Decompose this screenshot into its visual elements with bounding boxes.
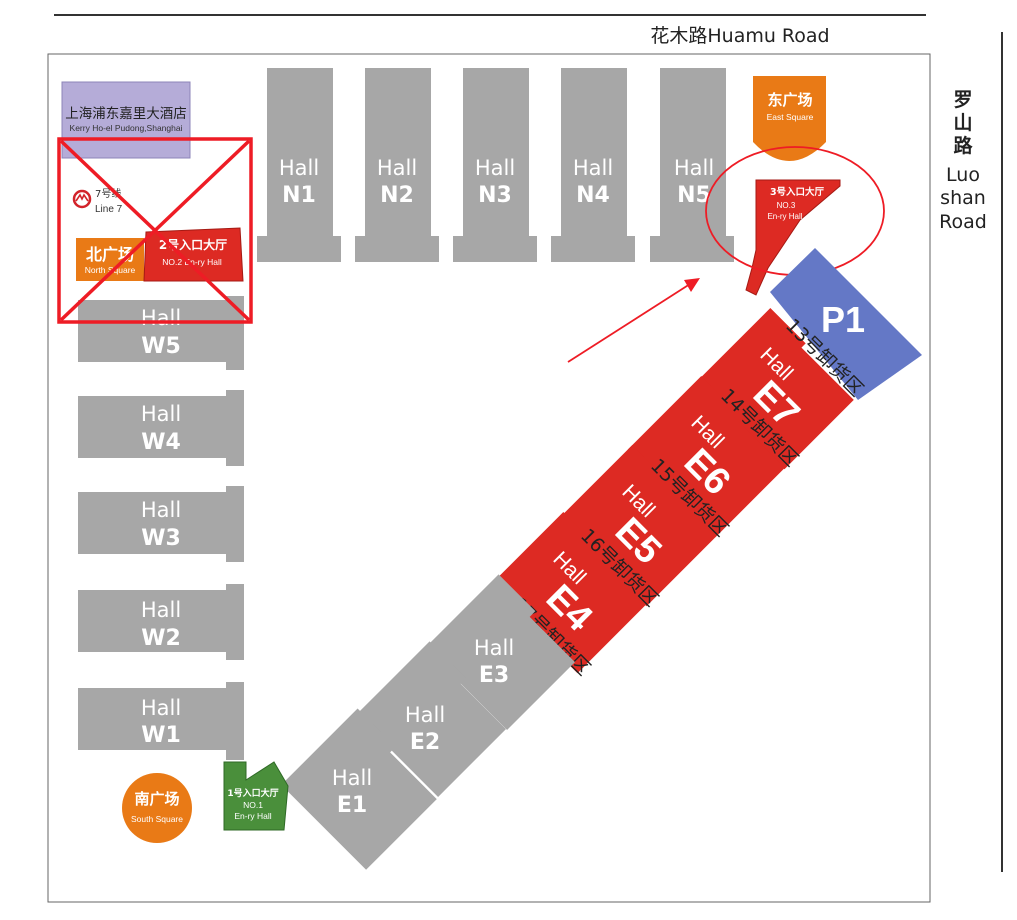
hall-n2-code: N2 [380, 183, 414, 208]
pointer-arrow [567, 278, 700, 363]
svg-text:路: 路 [953, 134, 973, 157]
hall-w2-word: Hall [141, 598, 181, 622]
hall-e1-code: E1 [337, 793, 367, 818]
hall-n4-code: N4 [576, 183, 610, 208]
metro-icon [72, 189, 92, 209]
hall-e2-word: Hall [405, 703, 445, 727]
hall-w3-code: W3 [141, 526, 181, 551]
east-square-en: East Square [767, 112, 814, 122]
east-square-cn: 东广场 [767, 91, 812, 109]
parking-label: P1 [821, 299, 865, 340]
hall-w1-word: Hall [141, 696, 181, 720]
venue-boundary [47, 53, 931, 903]
svg-text:Road: Road [939, 211, 987, 233]
svg-text:shan: shan [940, 187, 986, 209]
hall-w2[interactable]: Hall W2 [78, 584, 244, 660]
hall-w5[interactable]: Hall W5 [78, 296, 244, 370]
east-square: 东广场 East Square [753, 76, 826, 161]
north-road-label: 花木路Huamu Road [650, 25, 829, 47]
south-square-en: South Square [131, 814, 183, 824]
hall-n1[interactable]: Hall N1 [257, 68, 341, 262]
hall-n5[interactable]: Hall N5 [650, 68, 734, 262]
entry-hall-3[interactable]: 3号入口大厅 NO.3 En-ry Hall [745, 179, 841, 296]
hall-e3-code: E3 [479, 663, 509, 688]
svg-text:山: 山 [953, 112, 972, 134]
hall-w1-code: W1 [141, 723, 181, 748]
hall-n5-code: N5 [677, 183, 711, 208]
entry-1-no: NO.1 [243, 800, 263, 810]
svg-text:罗: 罗 [953, 89, 972, 111]
hotel-en: Kerry Ho-el Pudong,Shanghai [70, 123, 183, 133]
hall-w3-word: Hall [141, 498, 181, 522]
hall-e6[interactable]: Hall E6 [627, 375, 789, 538]
metro-en: Line 7 [95, 204, 123, 215]
hall-n3-word: Hall [475, 156, 515, 180]
hall-e2[interactable] [356, 641, 512, 797]
hall-e1[interactable] [281, 708, 442, 870]
entry-2-en: NO.2 En-ry Hall [162, 257, 222, 267]
hall-n1-code: N1 [282, 183, 316, 208]
hall-e3[interactable] [425, 574, 581, 730]
hall-e1-word: Hall [332, 766, 372, 790]
entry-1-cn: 1号入口大厅 [227, 787, 278, 799]
entry-hall-1[interactable]: 1号入口大厅 NO.1 En-ry Hall [223, 761, 289, 831]
crossed-out-marker [57, 137, 253, 324]
north-square-en: North Square [85, 265, 136, 275]
entry-3-cn: 3号入口大厅 [770, 186, 825, 198]
north-square-cn: 北广场 [86, 245, 134, 264]
hall-n2[interactable]: Hall N2 [355, 68, 439, 262]
hall-n3[interactable]: Hall N3 [453, 68, 537, 262]
hall-e4[interactable]: Hall E4 [489, 511, 651, 674]
hall-n1-word: Hall [279, 156, 319, 180]
south-square-cn: 南广场 [134, 790, 179, 808]
hall-w5-code: W5 [141, 334, 181, 359]
hall-e5[interactable]: Hall E5 [558, 444, 720, 607]
entry-3-no: NO.3 [777, 201, 796, 210]
hall-n4-word: Hall [573, 156, 613, 180]
hall-w4[interactable]: Hall W4 [78, 390, 244, 466]
hall-w1[interactable]: Hall W1 [78, 682, 244, 760]
hall-n4[interactable]: Hall N4 [551, 68, 635, 262]
hall-w5-word: Hall [141, 306, 181, 330]
hall-n5-word: Hall [674, 156, 714, 180]
kerry-hotel: 上海浦东嘉里大酒店 Kerry Ho-el Pudong,Shanghai [61, 81, 191, 159]
hall-n2-word: Hall [377, 156, 417, 180]
hall-w4-word: Hall [141, 402, 181, 426]
east-road-label: 罗 山 路 Luo shan Road [939, 89, 987, 233]
svg-text:Luo: Luo [946, 164, 980, 186]
entry-1-en: En-ry Hall [234, 811, 271, 821]
hall-w4-code: W4 [141, 430, 181, 455]
parking-p1[interactable]: P1 [770, 248, 922, 400]
hotel-cn: 上海浦东嘉里大酒店 [65, 106, 187, 122]
hall-n3-code: N3 [478, 183, 512, 208]
south-square: 南广场 South Square [122, 773, 192, 843]
hall-e7[interactable]: Hall E7 [696, 307, 858, 470]
hall-e3-word: Hall [474, 636, 514, 660]
hall-w3[interactable]: Hall W3 [78, 486, 244, 562]
hall-e2-code: E2 [410, 730, 440, 755]
hall-w2-code: W2 [141, 626, 181, 651]
entry-3-en: En-ry Hall [767, 212, 802, 221]
